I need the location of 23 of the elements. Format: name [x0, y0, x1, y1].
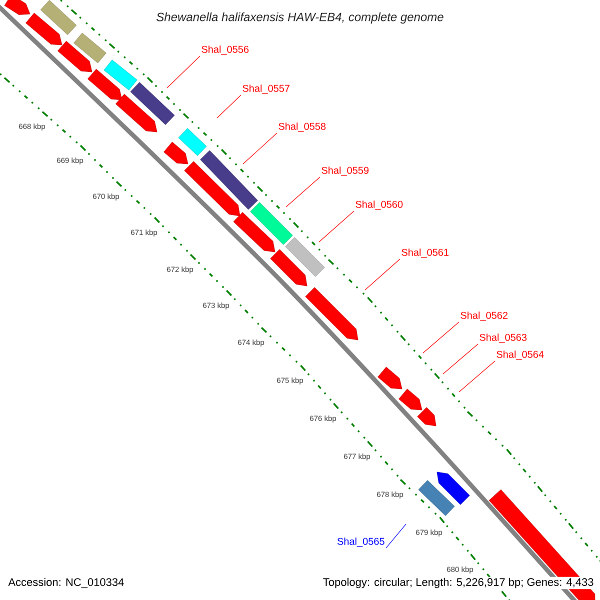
leader-line [242, 132, 278, 164]
leader-line [458, 360, 496, 392]
leader-line [166, 56, 200, 88]
footer-text: Topology: circular; Length: 5,226,917 bp; Genes: 4,433 [322, 576, 595, 590]
leader-line [442, 344, 478, 374]
gene-label: Shal_0561 [402, 248, 449, 258]
leader-line [286, 176, 320, 208]
leader-line [318, 210, 354, 242]
leader-line [422, 322, 460, 354]
leader-line [216, 94, 242, 118]
gene-label: Shal_0556 [202, 46, 249, 55]
gene-label: Shal_0559 [322, 166, 369, 176]
footer-text: Accession: NC_010334 [7, 576, 126, 590]
gene-label: Shal_0563 [480, 334, 527, 343]
gene-label: Shal_0565 [337, 538, 384, 547]
leader-line [386, 524, 406, 548]
gene-label: Shal_0558 [278, 122, 326, 132]
gene-label: Shal_0557 [242, 84, 290, 94]
leader-line [364, 258, 400, 290]
gene-label: Shal_0562 [460, 312, 508, 321]
title: Shewanella halifaxensis HAW-EB4, complete genome [155, 11, 445, 25]
gene-label: Shal_0560 [356, 200, 403, 210]
gene-label: Shal_0564 [496, 350, 544, 360]
